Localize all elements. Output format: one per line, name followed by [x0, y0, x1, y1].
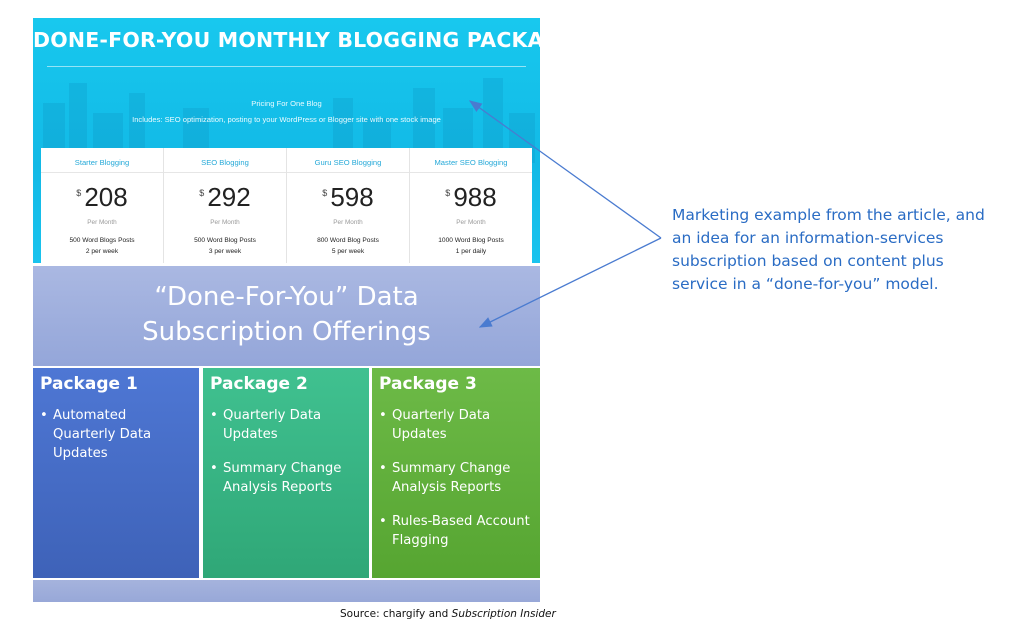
card-period: Per Month [87, 219, 117, 226]
pricing-card-master: Master SEO Blogging $988 Per Month 1000 … [410, 148, 532, 263]
card-frequency: 1 per daily [455, 248, 487, 255]
card-divider [41, 172, 163, 173]
card-period: Per Month [456, 219, 486, 226]
card-price: $208 [41, 182, 163, 213]
note-line: Marketing example from the article, and [672, 206, 985, 224]
package-title: Package 1 [40, 374, 138, 394]
annotation-note: Marketing example from the article, and … [672, 204, 1017, 296]
footer-bar [33, 580, 540, 602]
package-title: Package 3 [379, 374, 477, 394]
card-divider [164, 172, 286, 173]
blogging-packages-banner: DONE-FOR-YOU MONTHLY BLOGGING PACKAGES P… [33, 18, 540, 263]
price-value: 292 [207, 182, 251, 212]
package-feature-list: Quarterly Data Updates Summary Change An… [379, 406, 531, 565]
package-feature: Rules-Based Account Flagging [379, 512, 531, 550]
card-name: Guru SEO Blogging [314, 158, 382, 167]
currency-symbol: $ [76, 188, 82, 198]
package-feature: Automated Quarterly Data Updates [40, 406, 192, 463]
source-italic: Subscription Insider [451, 608, 556, 620]
card-price: $598 [287, 182, 409, 213]
banner-includes: Includes: SEO optimization, posting to y… [132, 115, 441, 124]
card-name: SEO Blogging [201, 158, 249, 167]
card-divider [287, 172, 409, 173]
banner-subtitle: Pricing For One Blog [251, 99, 322, 108]
card-posts: 500 Word Blog Posts [194, 237, 256, 244]
card-price: $988 [410, 182, 532, 213]
pricing-card-starter: Starter Blogging $208 Per Month 500 Word… [41, 148, 164, 263]
card-price: $292 [164, 182, 286, 213]
data-package-1: Package 1 Automated Quarterly Data Updat… [33, 368, 199, 578]
card-period: Per Month [210, 219, 240, 226]
source-prefix: Source: chargify and [340, 608, 452, 620]
package-feature: Summary Change Analysis Reports [379, 459, 531, 497]
note-line: an idea for an information-services [672, 229, 944, 247]
pricing-cards: Starter Blogging $208 Per Month 500 Word… [41, 148, 532, 263]
price-value: 208 [84, 182, 128, 212]
package-feature: Quarterly Data Updates [379, 406, 531, 444]
card-period: Per Month [333, 219, 363, 226]
card-frequency: 3 per week [208, 248, 242, 255]
banner-title: DONE-FOR-YOU MONTHLY BLOGGING PACKAGES [33, 28, 540, 52]
card-name: Master SEO Blogging [434, 158, 508, 167]
card-posts: 1000 Word Blog Posts [438, 237, 504, 244]
note-line: subscription based on content plus [672, 252, 944, 270]
package-feature-list: Automated Quarterly Data Updates [40, 406, 192, 478]
source-caption: Source: chargify and Subscription Inside… [340, 608, 556, 620]
banner-divider [47, 66, 526, 67]
card-posts: 500 Word Blogs Posts [69, 237, 135, 244]
currency-symbol: $ [322, 188, 328, 198]
card-posts: 800 Word Blog Posts [317, 237, 379, 244]
currency-symbol: $ [445, 188, 451, 198]
card-frequency: 2 per week [85, 248, 119, 255]
package-feature: Quarterly Data Updates [210, 406, 362, 444]
package-title: Package 2 [210, 374, 308, 394]
pricing-card-guru: Guru SEO Blogging $598 Per Month 800 Wor… [287, 148, 410, 263]
pricing-card-seo: SEO Blogging $292 Per Month 500 Word Blo… [164, 148, 287, 263]
card-frequency: 5 per week [331, 248, 365, 255]
offering-title-block: “Done-For-You” Data Subscription Offerin… [33, 266, 540, 366]
price-value: 988 [453, 182, 497, 212]
package-feature-list: Quarterly Data Updates Summary Change An… [210, 406, 362, 512]
offering-title-line2: Subscription Offerings [142, 317, 431, 347]
price-value: 598 [330, 182, 374, 212]
data-package-2: Package 2 Quarterly Data Updates Summary… [203, 368, 369, 578]
offering-title-line1: “Done-For-You” Data [154, 282, 419, 312]
offering-title: “Done-For-You” Data Subscription Offerin… [33, 280, 540, 350]
note-line: service in a “done-for-you” model. [672, 275, 939, 293]
currency-symbol: $ [199, 188, 205, 198]
card-name: Starter Blogging [74, 158, 130, 167]
data-package-3: Package 3 Quarterly Data Updates Summary… [372, 368, 540, 578]
card-divider [410, 172, 532, 173]
package-feature: Summary Change Analysis Reports [210, 459, 362, 497]
